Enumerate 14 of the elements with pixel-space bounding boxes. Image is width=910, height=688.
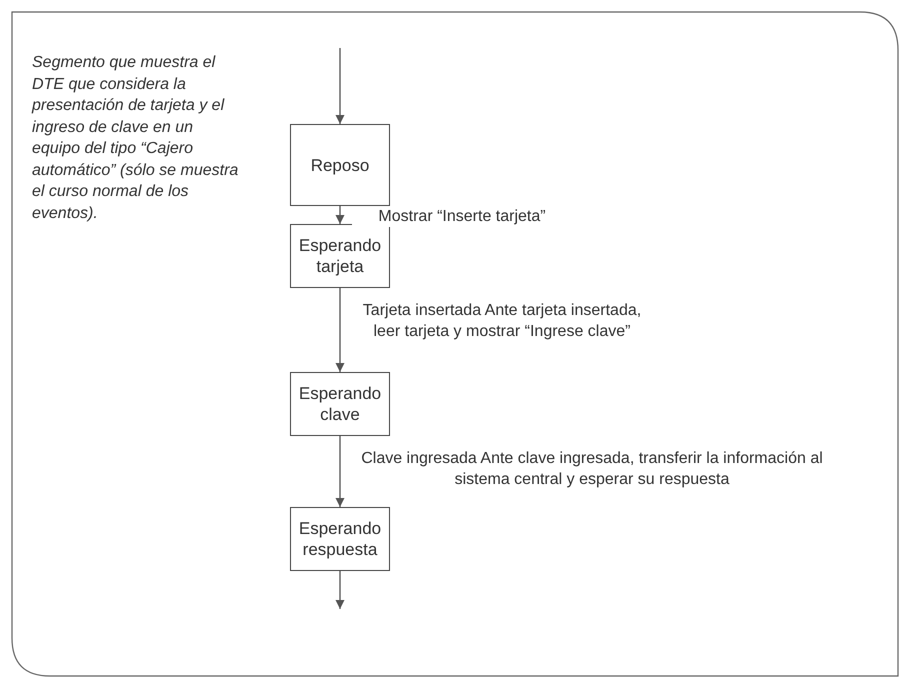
state-name: Reposo	[310, 154, 370, 176]
note-text: Segmento que muestra el DTE que considera la presentación de tarjeta y el ingreso de clave en un equipo del tipo “Cajero automático” (sólo se muestra el curso normal de los eventos).	[32, 53, 240, 224]
state-box	[290, 507, 390, 571]
arrow	[336, 48, 344, 124]
state-name: Esperando clave	[298, 383, 382, 425]
state-box	[290, 372, 390, 436]
arrow	[336, 206, 344, 224]
arrow	[336, 571, 344, 609]
state-box	[290, 124, 390, 206]
arrow	[336, 288, 344, 372]
state-box	[290, 224, 390, 288]
arrow	[336, 436, 344, 507]
state-name: Esperando tarjeta	[298, 235, 382, 277]
state-name: Esperando respuesta	[298, 518, 382, 560]
